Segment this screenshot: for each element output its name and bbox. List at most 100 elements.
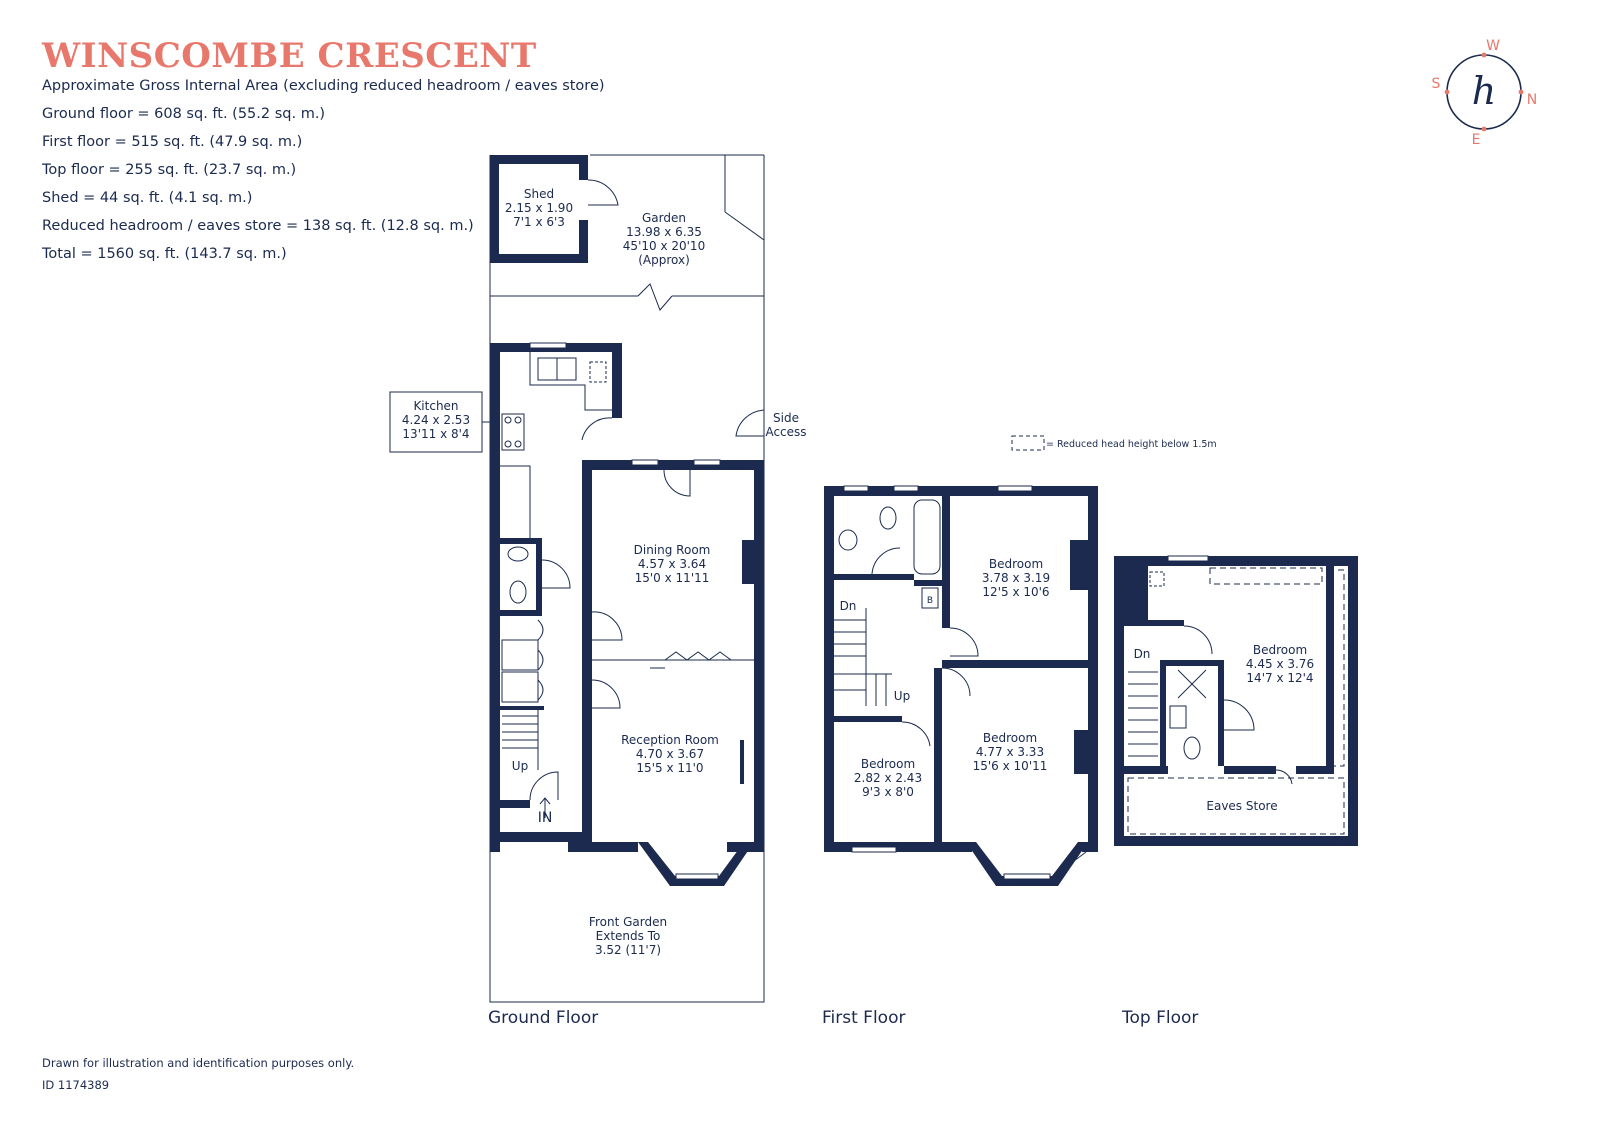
garden-note: (Approx) bbox=[638, 253, 690, 267]
first-bed1-imperial: 12'5 x 10'6 bbox=[982, 585, 1049, 599]
kitchen-window bbox=[529, 342, 567, 349]
first-basin-icon bbox=[838, 529, 858, 551]
front-garden-line3: 3.52 (11'7) bbox=[595, 943, 661, 957]
ground-floor-label: Ground Floor bbox=[488, 1008, 599, 1028]
shed-imperial: 7'1 x 6'3 bbox=[513, 215, 565, 229]
kitchen-inner-worktop bbox=[500, 465, 531, 540]
kitchen-metric: 4.24 x 2.53 bbox=[402, 413, 470, 427]
first-left-wall bbox=[824, 486, 834, 848]
garden-imperial: 45'10 x 20'10 bbox=[623, 239, 705, 253]
ground-dining-top-wall bbox=[582, 460, 764, 470]
first-boiler-wall bbox=[914, 580, 942, 586]
first-bay-window-walls bbox=[966, 842, 1088, 886]
cupboard-1-door-icon bbox=[537, 619, 544, 641]
top-bed-imperial: 14'7 x 12'4 bbox=[1246, 671, 1313, 685]
hob-ring-1 bbox=[504, 416, 512, 424]
porch-wall bbox=[500, 800, 530, 808]
compass-north: N bbox=[1527, 92, 1537, 108]
reception-metric: 4.70 x 3.67 bbox=[636, 747, 704, 761]
hob-ring-2 bbox=[514, 416, 522, 424]
first-stairs-icon bbox=[834, 608, 892, 706]
area-summary-heading: Approximate Gross Internal Area (excludi… bbox=[42, 78, 605, 94]
boiler-label: B bbox=[927, 596, 933, 606]
compass-south: S bbox=[1432, 76, 1441, 92]
top-toilet-icon bbox=[1183, 736, 1201, 760]
cupboard-2-door-icon bbox=[537, 649, 544, 671]
first-bathroom-bed1-wall bbox=[942, 496, 950, 628]
dining-window-left bbox=[631, 459, 659, 466]
top-top-wall bbox=[1114, 556, 1358, 566]
top-bed-name: Bedroom bbox=[1253, 643, 1307, 657]
ground-bay-window bbox=[675, 873, 719, 880]
top-eaves-wall-mid bbox=[1224, 766, 1276, 774]
ground-house-walls bbox=[490, 343, 622, 852]
compass-west: W bbox=[1486, 38, 1500, 54]
dining-chimney-breast bbox=[742, 540, 754, 584]
first-bed3-name: Bedroom bbox=[861, 757, 915, 771]
first-bed1-bed2-wall bbox=[942, 660, 1088, 668]
compass-logo: W S N E h bbox=[1432, 38, 1538, 148]
top-shower-top-wall bbox=[1166, 660, 1224, 666]
legend-dashed-box-icon bbox=[1011, 435, 1045, 451]
stairs-top-wall bbox=[500, 706, 544, 710]
first-bathroom-bottom-wall bbox=[834, 574, 914, 580]
first-window-bath-1 bbox=[843, 485, 869, 492]
top-landing-top-wall bbox=[1124, 620, 1184, 626]
area-shed: Shed = 44 sq. ft. (4.1 sq. m.) bbox=[42, 190, 253, 206]
boiler-cupboard-icon bbox=[921, 587, 939, 609]
top-floor-plan: Dn Bedroom 4.45 x 3.76 14'7 x 12'4 Eaves… bbox=[1114, 555, 1358, 846]
reception-imperial: 15'5 x 11'0 bbox=[636, 761, 703, 775]
shed-interior bbox=[499, 164, 579, 254]
shower-tray-icon-2 bbox=[1177, 669, 1207, 699]
shed-door-swing-icon bbox=[587, 179, 619, 206]
wc-top-wall bbox=[500, 538, 536, 544]
first-bed1-metric: 3.78 x 3.19 bbox=[982, 571, 1050, 585]
folding-doors-icon bbox=[664, 651, 732, 661]
cupboard-1 bbox=[501, 639, 539, 671]
first-right-wall bbox=[1088, 486, 1098, 848]
entrance-arrow-head-icon bbox=[539, 797, 551, 805]
top-bedroom-right-wall bbox=[1326, 566, 1334, 766]
hob-ring-3 bbox=[504, 440, 512, 448]
entrance-in: IN bbox=[538, 810, 553, 826]
hob-ring-4 bbox=[514, 440, 522, 448]
top-small-dashed-icon bbox=[1149, 571, 1165, 587]
kitchen-appliance-icon bbox=[589, 361, 607, 383]
top-stairs-icon bbox=[1128, 671, 1158, 757]
page-title: WINSCOMBE CRESCENT bbox=[42, 36, 537, 76]
kitchen-hob-icon bbox=[501, 413, 525, 451]
top-reduced-height-strip-top bbox=[1209, 567, 1323, 585]
top-eaves-wall-right bbox=[1296, 766, 1334, 774]
top-stairs-dn: Dn bbox=[1134, 647, 1151, 661]
first-top-wall bbox=[824, 486, 1098, 496]
first-floor-label: First Floor bbox=[822, 1008, 906, 1028]
area-eaves: Reduced headroom / eaves store = 138 sq.… bbox=[42, 218, 474, 234]
cupboard-3-door-icon bbox=[537, 679, 544, 701]
kitchen-back-door-swing-icon bbox=[581, 417, 613, 441]
garden-name: Garden bbox=[642, 211, 686, 225]
first-window-bed1 bbox=[997, 485, 1033, 492]
ground-bay-window-right bbox=[721, 851, 743, 877]
top-bed-metric: 4.45 x 3.76 bbox=[1246, 657, 1314, 671]
dining-imperial: 15'0 x 11'11 bbox=[635, 571, 710, 585]
top-left-wall bbox=[1114, 556, 1124, 846]
first-bed2-imperial: 15'6 x 10'11 bbox=[973, 759, 1048, 773]
reception-hall-door-swing-icon bbox=[591, 679, 621, 709]
first-bed3-imperial: 9'3 x 8'0 bbox=[862, 785, 914, 799]
first-stairs-dn: Dn bbox=[840, 599, 857, 613]
dining-patio-door-swing-icon bbox=[663, 469, 691, 497]
garden-gate-icon bbox=[637, 283, 673, 311]
first-bed1-name: Bedroom bbox=[989, 557, 1043, 571]
top-reduced-height-strip-right bbox=[1327, 569, 1345, 767]
top-chimney bbox=[1124, 566, 1148, 626]
wc-basin-icon bbox=[507, 546, 529, 562]
area-first-floor: First floor = 515 sq. ft. (47.9 sq. m.) bbox=[42, 134, 303, 150]
shower-room-door-swing-icon bbox=[1223, 699, 1255, 731]
dining-hall-door-swing-icon bbox=[591, 611, 623, 641]
first-bay-right bbox=[1053, 851, 1087, 877]
first-bed2-name: Bedroom bbox=[983, 731, 1037, 745]
ground-plot-notch-diag bbox=[724, 211, 765, 241]
side-access-line1: Side bbox=[773, 411, 799, 425]
eaves-store-label: Eaves Store bbox=[1206, 799, 1277, 813]
